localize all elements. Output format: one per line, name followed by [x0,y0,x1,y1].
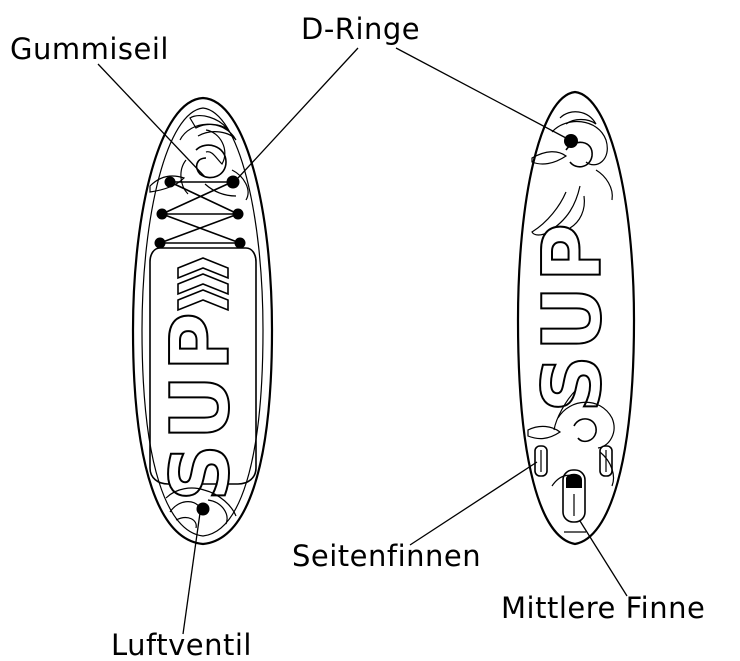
bungee-anchor-point [235,238,246,249]
board-top-view: SUP [133,98,272,544]
bungee-anchor-point [233,209,244,220]
d-ring-bottom-icon [564,134,578,148]
air-valve-icon [197,503,210,516]
d-ring-top [227,176,240,189]
bungee-anchor-point [157,209,168,220]
board-top-logo: SUP [154,308,247,501]
board-bottom-logo: SUP [526,219,619,412]
label-air-valve: Luftventil [111,628,252,661]
label-d-rings: D-Ringe [301,12,420,46]
bungee-anchor-point [165,177,176,188]
label-center-fin: Mittlere Finne [501,591,705,625]
board-bottom-view: SUP [518,92,634,544]
label-bungee: Gummiseil [10,32,169,66]
label-side-fins: Seitenfinnen [292,539,481,573]
bungee-anchor-point [155,238,166,249]
